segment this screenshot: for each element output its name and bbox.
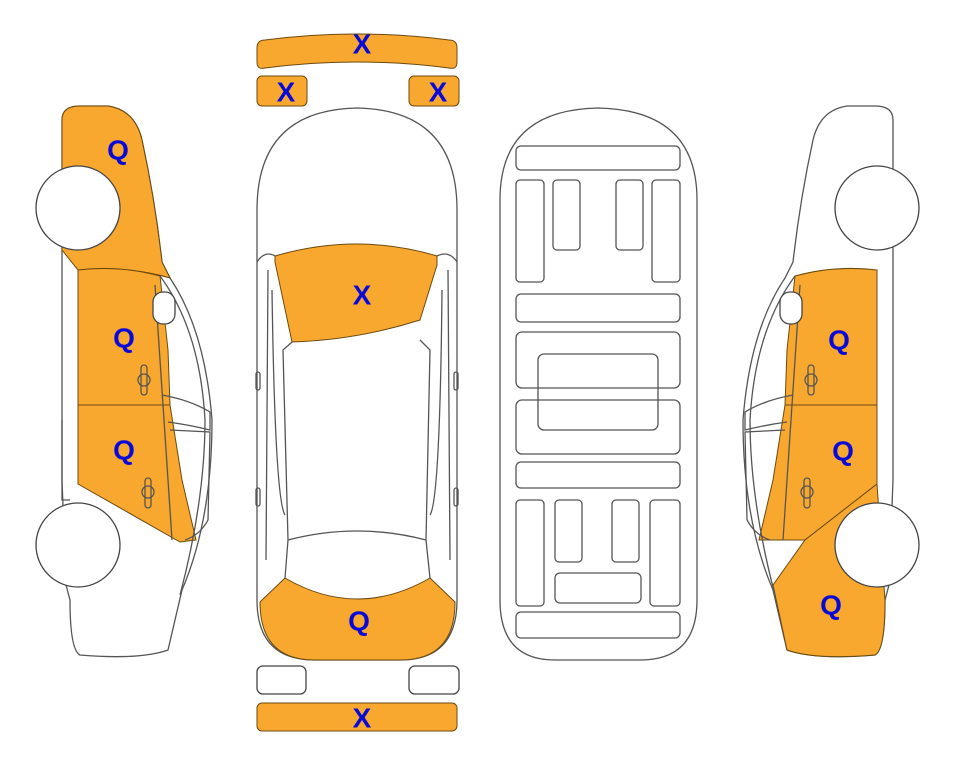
right-front-wheel <box>834 165 920 251</box>
rear-left-light <box>256 665 307 695</box>
marker-left-front-fender: Q <box>107 135 129 166</box>
windshield-panel[interactable] <box>274 243 438 343</box>
marker-rear-bumper: X <box>353 703 372 734</box>
left-rear-door-handle <box>144 477 152 509</box>
marker-front-left-headlight: X <box>277 77 296 108</box>
marker-rear-window: Q <box>348 606 370 637</box>
right-rear-wheel <box>834 502 920 588</box>
marker-front-right-headlight: X <box>429 77 448 108</box>
rear-window-panel[interactable] <box>259 577 456 661</box>
marker-right-rear-quarter: Q <box>820 590 842 621</box>
left-side-details <box>61 275 211 596</box>
marker-left-rear-door: Q <box>113 435 135 466</box>
left-front-wheel <box>35 165 121 251</box>
marker-right-rear-door: Q <box>832 436 854 467</box>
left-rear-wheel <box>35 502 121 588</box>
underside-view <box>499 107 698 661</box>
top-view-details <box>255 253 459 579</box>
rear-bumper-panel[interactable] <box>256 702 458 732</box>
front-right-headlight-panel[interactable] <box>408 75 460 107</box>
marker-front-bumper: X <box>353 29 372 60</box>
marker-left-front-door: Q <box>113 323 135 354</box>
right-side-view <box>742 105 920 658</box>
front-bumper-panel[interactable] <box>256 33 458 69</box>
rear-right-light <box>408 665 460 695</box>
front-left-headlight-panel[interactable] <box>256 75 308 107</box>
top-view-body <box>256 107 458 661</box>
marker-windshield: X <box>353 280 372 311</box>
marker-right-front-door: Q <box>828 325 850 356</box>
left-side-mirror <box>152 291 176 325</box>
left-front-door-handle <box>140 364 148 396</box>
left-rear-door-panel[interactable] <box>77 404 197 543</box>
